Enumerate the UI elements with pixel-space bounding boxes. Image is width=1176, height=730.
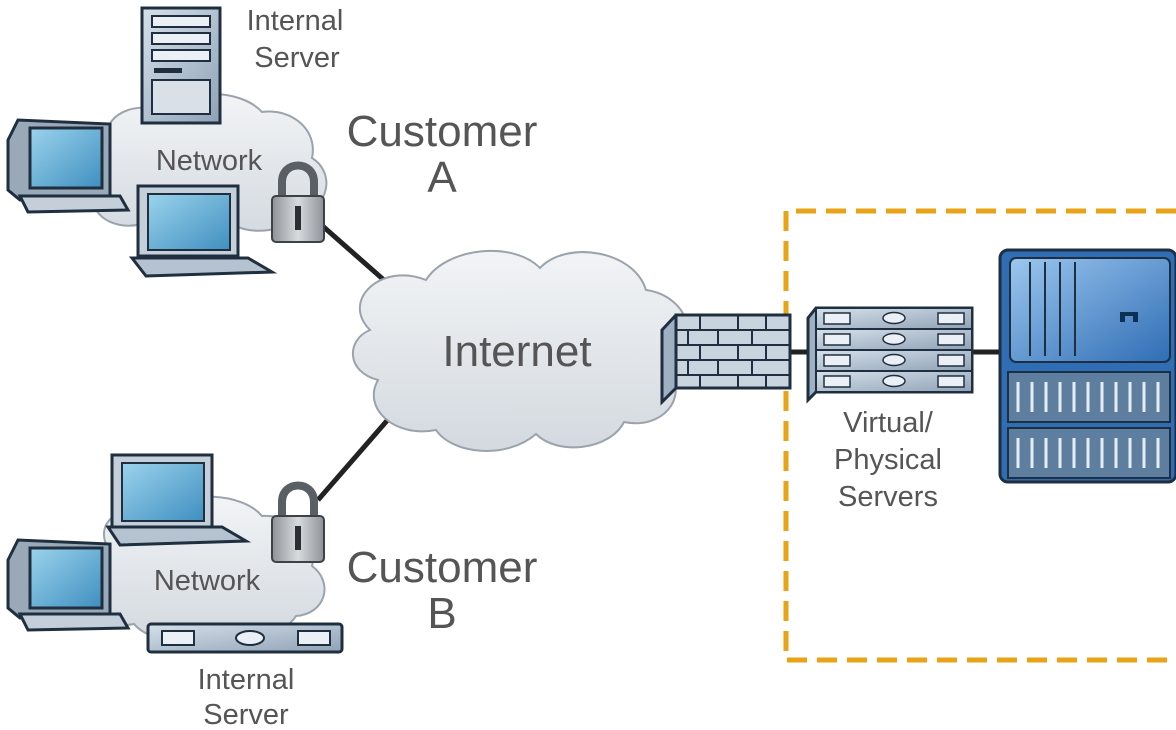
rack-server-icon xyxy=(815,328,973,351)
servers-label-line2: Physical xyxy=(834,444,942,476)
customer-a-name-line2: A xyxy=(427,153,457,202)
customer-b-padlock-icon xyxy=(271,481,325,563)
customer-b-name-line1: Customer xyxy=(347,543,538,592)
customer-b-desktop-computer-icon xyxy=(6,538,131,632)
rack-server-icon xyxy=(815,349,973,372)
customer-b-rack-server-icon xyxy=(146,622,344,654)
datacenter-boundary xyxy=(783,208,1176,663)
customer-a-laptop-icon xyxy=(128,184,278,278)
customer-a-server-label-line2: Server xyxy=(254,42,340,74)
storage-logo-icon xyxy=(1120,312,1138,322)
servers-label-line3: Servers xyxy=(838,481,938,513)
customer-b-network xyxy=(6,453,344,654)
customer-b-network-label: Network xyxy=(154,565,261,597)
customer-a-desktop-computer-icon xyxy=(6,118,131,214)
customer-a-server-label-line1: Internal xyxy=(247,5,344,37)
rack-server-icon xyxy=(815,307,973,330)
rack-server-icon xyxy=(815,370,973,393)
customer-a-padlock-icon xyxy=(271,161,325,243)
customer-b-server-label-line2: Server xyxy=(203,699,289,730)
internet-label: Internet xyxy=(442,327,591,376)
customer-a-tower-server-icon xyxy=(140,6,222,125)
customer-b-name-line2: B xyxy=(427,589,456,638)
servers-label-line1: Virtual/ xyxy=(843,407,934,439)
customer-a-name-line1: Customer xyxy=(347,107,538,156)
customer-a-network xyxy=(6,6,328,278)
storage-array-icon xyxy=(998,248,1176,484)
firewall-icon xyxy=(660,313,792,406)
customer-a-network-label: Network xyxy=(156,145,263,177)
customer-b-laptop-icon xyxy=(105,453,252,547)
server-stack-icon xyxy=(806,306,974,404)
customer-b-server-label-line1: Internal xyxy=(198,664,295,696)
